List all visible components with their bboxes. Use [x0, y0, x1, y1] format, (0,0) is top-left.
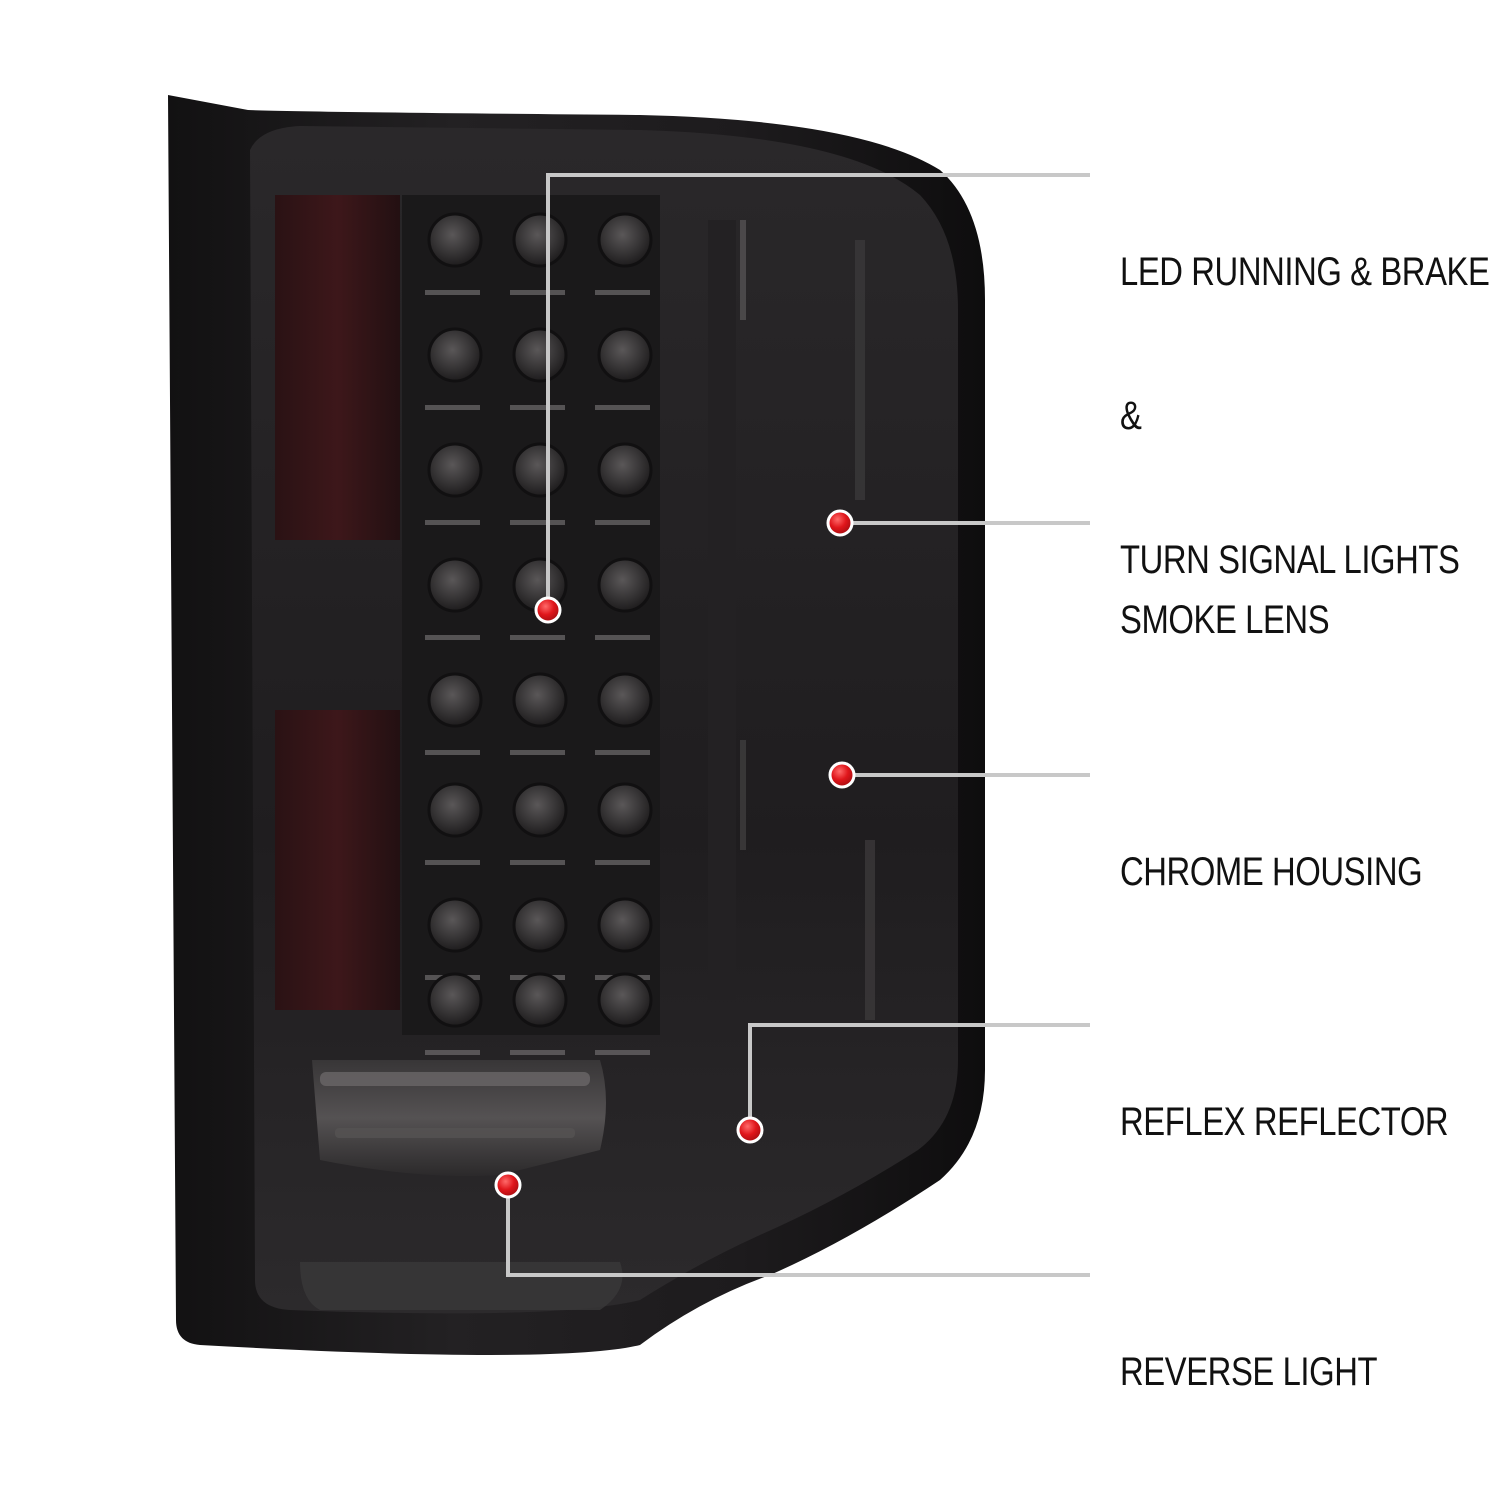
led-reflector-bar [595, 290, 650, 295]
led-reflector-bar [595, 750, 650, 755]
led-reflector-bar [595, 405, 650, 410]
led-reflector-bar [425, 405, 480, 410]
led-bulb [427, 782, 483, 838]
led-reflector-bar [510, 405, 565, 410]
led-reflector-bar [510, 1050, 565, 1055]
leader-lines [506, 173, 1090, 1277]
leader-line-reverse [506, 1185, 1090, 1277]
led-bulb [512, 327, 568, 383]
led-reflector-bar [425, 1050, 480, 1055]
led-bulb [597, 442, 653, 498]
led-bulb [597, 212, 653, 268]
led-reflector-bar [425, 520, 480, 525]
chrome-divider-highlight [740, 220, 746, 320]
led-bulb [512, 672, 568, 728]
led-reflector-bar [425, 750, 480, 755]
led-reflector-bar [595, 860, 650, 865]
leader-line-led [546, 173, 1090, 610]
led-bulb [427, 897, 483, 953]
led-reflector-bar [595, 1050, 650, 1055]
edge-highlight [855, 240, 865, 500]
led-reflector-bar [510, 520, 565, 525]
leader-line-reflex [748, 1023, 1090, 1130]
reverse-light-housing [312, 1060, 606, 1176]
callout-label-smoke-lens: SMOKE LENS [1120, 598, 1330, 642]
marker-chrome [828, 761, 856, 789]
led-reflector-bar [595, 635, 650, 640]
lower-lens-base [300, 1262, 623, 1310]
led-reflector-bar [595, 520, 650, 525]
led-grid [425, 212, 653, 1055]
marker-led [534, 596, 562, 624]
callout-label-chrome-housing: CHROME HOUSING [1120, 850, 1423, 894]
led-reflector-bar [425, 635, 480, 640]
callout-label-led: LED RUNNING & BRAKE & TURN SIGNAL LIGHTS [1120, 250, 1490, 582]
led-reflector-bar [510, 860, 565, 865]
led-bulb [597, 672, 653, 728]
marker-smoke [826, 509, 854, 537]
led-bulb [512, 442, 568, 498]
reverse-light-ridge [320, 1072, 590, 1086]
led-bulb [512, 897, 568, 953]
chrome-divider [708, 220, 736, 1000]
red-reflector-strip-lower [275, 710, 400, 1010]
callout-markers [494, 509, 856, 1199]
led-bulb [427, 327, 483, 383]
led-bulb [512, 972, 568, 1028]
led-reflector-bar [510, 750, 565, 755]
callout-label-reflex-reflector: REFLEX REFLECTOR [1120, 1100, 1449, 1144]
led-bulb [597, 327, 653, 383]
led-reflector-bar [425, 860, 480, 865]
red-reflector-strip-upper [275, 195, 400, 540]
callout-label-reverse-light: REVERSE LIGHT [1120, 1350, 1378, 1394]
led-bulb [427, 557, 483, 613]
led-bulb [427, 212, 483, 268]
marker-reverse [494, 1171, 522, 1199]
led-reflector-bar [425, 290, 480, 295]
led-bulb [427, 972, 483, 1028]
led-bulb [427, 672, 483, 728]
led-bulb [427, 442, 483, 498]
chrome-divider-highlight [740, 740, 746, 850]
led-reflector-bar [510, 290, 565, 295]
led-bulb [597, 897, 653, 953]
led-bulb [597, 557, 653, 613]
led-bulb [512, 782, 568, 838]
edge-highlight [865, 840, 875, 1020]
marker-reflex [736, 1116, 764, 1144]
reverse-light-ridge [335, 1128, 575, 1138]
led-bulb [512, 212, 568, 268]
led-reflector-bar [510, 635, 565, 640]
led-bulb [597, 782, 653, 838]
led-bulb [597, 972, 653, 1028]
